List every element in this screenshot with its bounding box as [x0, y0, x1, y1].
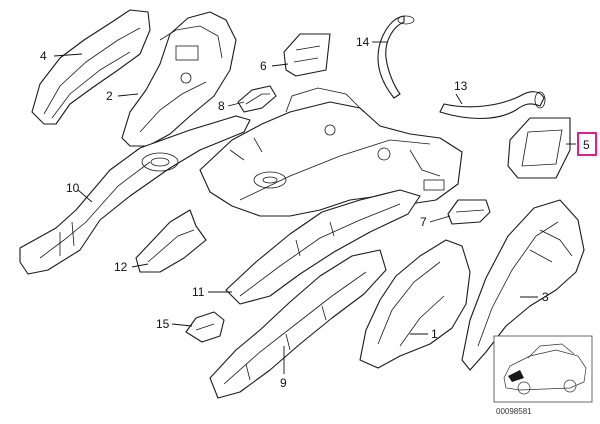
- part-7-mounting-bracket[interactable]: [447, 199, 491, 225]
- callout-9: 9: [280, 376, 287, 390]
- part-13-pipe[interactable]: [439, 91, 546, 119]
- vehicle-inset: [493, 335, 593, 403]
- part-2-side-member-assembly[interactable]: [121, 11, 237, 147]
- part-12-lower-brace[interactable]: [135, 209, 207, 273]
- part-6-cover-plate[interactable]: [283, 33, 331, 77]
- part-15-mounting-plate[interactable]: [185, 311, 225, 343]
- callout-15: 15: [156, 317, 170, 331]
- part-10-longitudinal-member-left[interactable]: [19, 115, 251, 275]
- part-4-wheel-arch-panel[interactable]: [31, 9, 151, 125]
- callout-8: 8: [218, 99, 225, 113]
- highlight-box-5: [577, 132, 597, 156]
- callout-1: 1: [431, 327, 438, 341]
- inset-highlight-area: [508, 370, 524, 382]
- front-end-center-assembly[interactable]: [199, 87, 463, 217]
- callout-4: 4: [40, 49, 47, 63]
- callout-14: 14: [356, 35, 370, 49]
- callout-3: 3: [542, 290, 549, 304]
- reference-code: 00098581: [496, 407, 532, 416]
- part-3-outer-wheel-arch[interactable]: [461, 199, 585, 371]
- part-1-wheel-housing[interactable]: [359, 239, 471, 369]
- part-14-hose[interactable]: [377, 15, 415, 99]
- leader-lines: [53, 41, 576, 374]
- callout-6: 6: [260, 59, 267, 73]
- callout-5[interactable]: 5: [583, 138, 590, 152]
- part-8-bracket[interactable]: [237, 85, 277, 113]
- callout-11: 11: [192, 285, 205, 299]
- part-11-longitudinal-member-right[interactable]: [225, 189, 421, 305]
- part-9-sill-member[interactable]: [209, 249, 387, 399]
- callout-13: 13: [454, 79, 468, 93]
- callout-12: 12: [114, 260, 128, 274]
- callout-10: 10: [66, 181, 80, 195]
- callout-labels: 4 2 6 8 14 13 5 10 7 12 11 3 15 1 9: [40, 35, 597, 390]
- part-5-cover-plate[interactable]: [507, 117, 571, 179]
- callout-7: 7: [420, 215, 427, 229]
- callout-2: 2: [106, 89, 113, 103]
